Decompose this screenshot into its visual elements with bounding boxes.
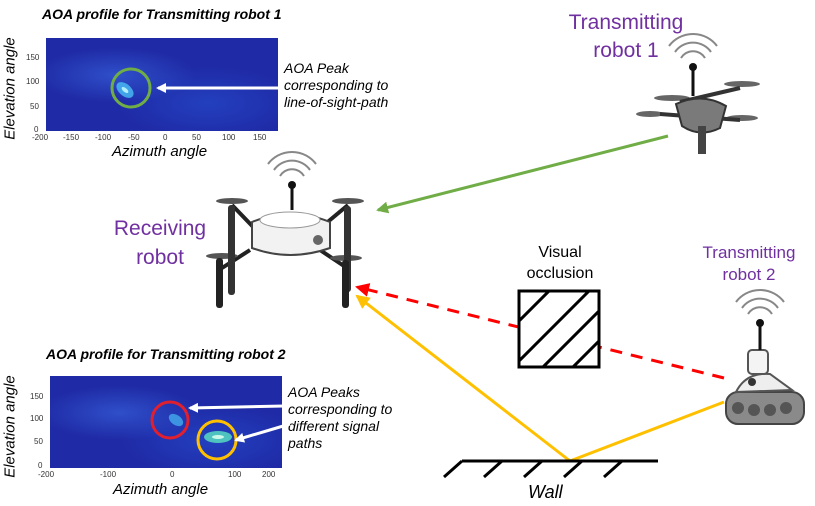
panel1-ytick: 50 xyxy=(30,102,39,111)
panel2-heatmap xyxy=(50,376,282,468)
tx2-label: Transmitting robot 2 xyxy=(690,242,808,286)
tx1-label: Transmitting robot 1 xyxy=(556,9,696,65)
panel2-xlabel: Azimuth angle xyxy=(113,481,209,498)
panel2-annotation-line: corresponding to xyxy=(288,401,393,417)
panel1-ytick: 150 xyxy=(26,53,40,62)
ground-robot-icon xyxy=(725,349,805,425)
panel2-ytick: 100 xyxy=(30,414,44,423)
occlusion-label-line: occlusion xyxy=(526,265,594,282)
panel2-ytick: 0 xyxy=(38,461,43,470)
receiving-drone-icon xyxy=(206,198,364,308)
panel1-xlabel: Azimuth angle xyxy=(112,143,208,160)
antenna-icon xyxy=(735,289,785,350)
panel2-xtick: 0 xyxy=(170,470,175,479)
panel2-heatmap-peaks xyxy=(168,413,232,443)
receiver-label: Receiving robot xyxy=(100,214,220,272)
tx2-label-line: robot 2 xyxy=(722,265,776,284)
panel1-annotation-line: line-of-sight-path xyxy=(284,94,389,110)
panel2-annotation-line: different signal xyxy=(288,418,380,434)
tx2-label-line: Transmitting xyxy=(702,243,796,262)
panel2-ytick: 150 xyxy=(30,392,44,401)
panel2-xtick: -100 xyxy=(100,470,117,479)
wall-label: Wall xyxy=(528,482,563,502)
panel2-annotation-line: AOA Peaks xyxy=(288,384,360,400)
tx1-label-line: Transmitting xyxy=(568,11,684,34)
panel2-annotation-arrow xyxy=(188,402,285,413)
los-signal-arrow xyxy=(376,134,669,214)
panel2-xtick: 200 xyxy=(262,470,276,479)
occlusion-label-line: Visual xyxy=(538,244,582,261)
panel2-title: AOA profile for Transmitting robot 2 xyxy=(46,346,286,362)
panel1-xtick: -200 xyxy=(32,133,49,142)
panel1-xtick: -150 xyxy=(63,133,80,142)
occlusion-label: Visual occlusion xyxy=(512,242,608,284)
panel1-heatmap-peak xyxy=(116,82,134,98)
panel2-annotation-arrow xyxy=(234,422,291,443)
panel1-peak-circle xyxy=(110,67,152,109)
wall-icon xyxy=(443,459,658,479)
antenna-icon xyxy=(267,151,317,210)
panel2-xtick: 100 xyxy=(228,470,242,479)
transmitting-drone-1-icon xyxy=(636,81,760,154)
panel1-ytick: 100 xyxy=(26,77,40,86)
antenna-icon xyxy=(668,33,718,96)
receiver-label-line: Receiving xyxy=(113,217,207,240)
reflected-signal-arrow xyxy=(355,294,571,463)
panel2-ytick: 50 xyxy=(34,437,43,446)
panel2-peak-circle-red xyxy=(150,400,190,440)
panel2-annotation-line: paths xyxy=(288,435,323,451)
panel1-ytick: 0 xyxy=(34,125,39,134)
panel1-annotation-line: corresponding to xyxy=(284,77,389,93)
panel1-xtick: -50 xyxy=(128,133,140,142)
panel1-xtick: 50 xyxy=(192,133,201,142)
reflected-path-segment xyxy=(569,400,725,463)
panel2-xtick: -200 xyxy=(38,470,55,479)
panel1-xtick: 0 xyxy=(163,133,168,142)
panel1-annotation: AOA Peak corresponding to line-of-sight-… xyxy=(284,60,388,111)
panel1-xtick: -100 xyxy=(95,133,112,142)
panel2-annotation: AOA Peaks corresponding to different sig… xyxy=(288,384,392,452)
panel1-xtick: 150 xyxy=(253,133,267,142)
occlusion-box-icon xyxy=(517,289,601,369)
tx1-label-line: robot 1 xyxy=(593,39,659,62)
receiver-label-line: robot xyxy=(136,246,184,269)
panel1-annotation-line: AOA Peak xyxy=(284,60,349,76)
panel1-xtick: 100 xyxy=(222,133,236,142)
panel1-title: AOA profile for Transmitting robot 1 xyxy=(42,6,282,22)
